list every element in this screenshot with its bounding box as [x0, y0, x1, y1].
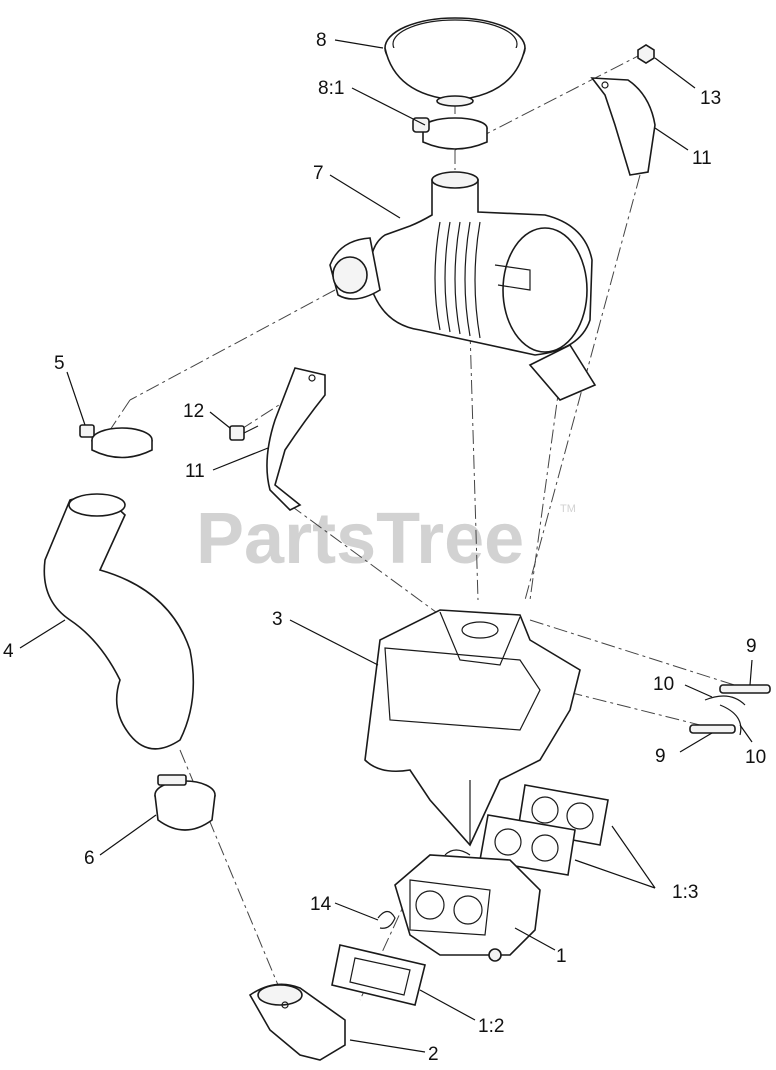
part-7-air-cleaner — [329, 171, 597, 401]
part-11-top-bracket — [590, 77, 656, 176]
part-9-pin-bot — [689, 724, 736, 734]
callout-11-top[interactable]: 11 — [692, 148, 712, 169]
callout-10-top[interactable]: 10 — [653, 674, 674, 695]
watermark: PartsTree TM — [196, 499, 576, 579]
callout-8[interactable]: 8 — [316, 30, 327, 51]
callout-9-top[interactable]: 9 — [746, 636, 757, 657]
part-8-1-clamp — [412, 117, 488, 150]
part-4-hose — [43, 493, 195, 750]
part-11-mid-bracket — [266, 367, 326, 511]
part-9-pin-top — [719, 684, 771, 694]
leader-lines — [19, 39, 753, 1053]
part-8-cap — [384, 17, 526, 107]
watermark-text: PartsTree — [196, 499, 524, 579]
callout-1-3[interactable]: 1:3 — [672, 882, 698, 903]
part-13-nut — [637, 44, 655, 64]
callout-10-bot[interactable]: 10 — [745, 747, 766, 768]
part-10-clip-bot — [719, 704, 742, 736]
watermark-trademark: TM — [560, 503, 576, 515]
part-6-clamp — [154, 774, 216, 831]
callout-14[interactable]: 14 — [310, 894, 332, 915]
callout-13[interactable]: 13 — [700, 88, 721, 109]
callout-9-bot[interactable]: 9 — [655, 746, 666, 767]
callout-4[interactable]: 4 — [3, 641, 14, 662]
part-2-elbow — [248, 983, 346, 1061]
part-12-bolt — [229, 425, 259, 441]
callout-12[interactable]: 12 — [183, 401, 204, 422]
part-1-carburetor — [394, 849, 541, 962]
callout-11-mid[interactable]: 11 — [185, 461, 205, 482]
callout-3[interactable]: 3 — [272, 609, 283, 630]
part-1-2-gasket — [331, 944, 426, 1006]
callout-1[interactable]: 1 — [556, 946, 567, 967]
callout-5[interactable]: 5 — [54, 353, 65, 374]
part-14-clip — [377, 910, 396, 929]
callout-2[interactable]: 2 — [428, 1044, 439, 1065]
callout-8-1[interactable]: 8:1 — [318, 78, 344, 99]
callout-1-2[interactable]: 1:2 — [478, 1016, 504, 1037]
part-5-clamp — [79, 424, 153, 459]
part-10-clip-top — [704, 695, 746, 706]
callout-6[interactable]: 6 — [84, 848, 95, 869]
part-3-intake-housing — [364, 609, 581, 847]
callout-labels: 8 8:1 13 11 7 5 12 11 4 3 9 10 9 10 6 1:… — [3, 30, 766, 1065]
callout-7[interactable]: 7 — [313, 163, 324, 184]
